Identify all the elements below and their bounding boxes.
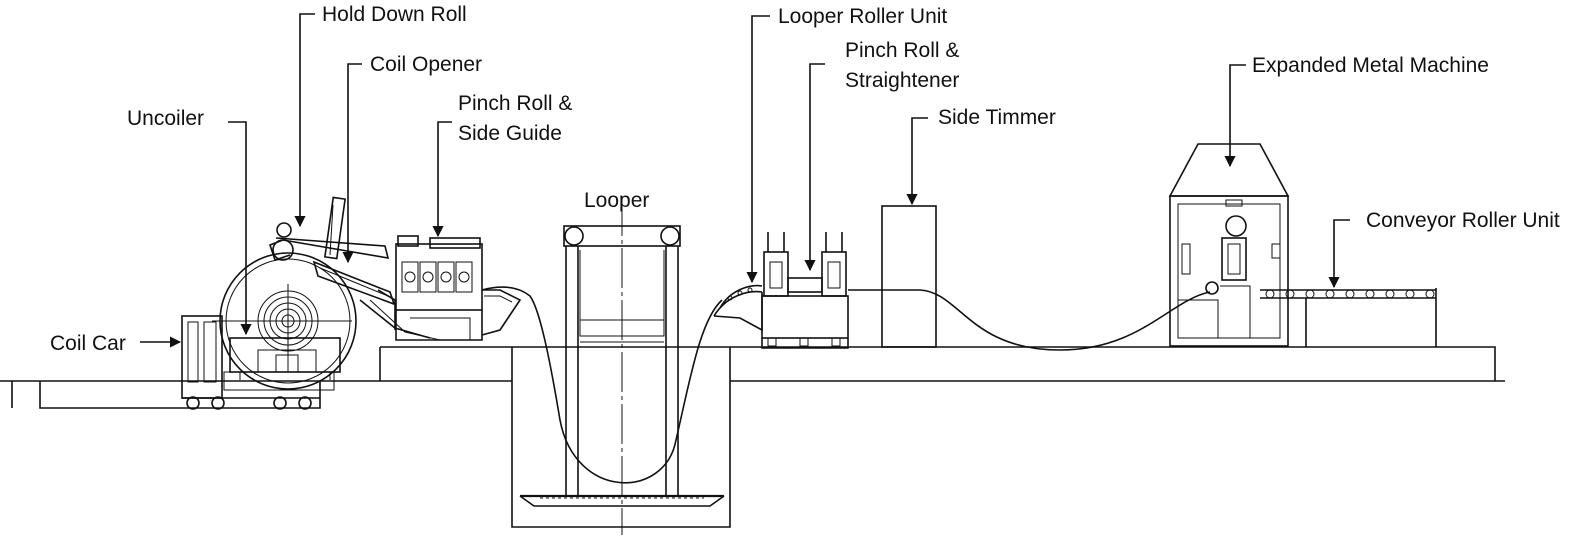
label-pinch-roll-side-guide-line2: Side Guide <box>458 122 562 145</box>
looper <box>519 225 725 507</box>
expanded-metal-machine <box>1168 143 1290 347</box>
looper-roller-unit <box>713 284 763 332</box>
looper-pit <box>511 196 731 535</box>
label-pinch-roll-straightener-line2: Straightener <box>845 69 959 92</box>
label-hold-down-roll: Hold Down Roll <box>322 3 467 26</box>
label-pinch-roll-straightener-line1: Pinch Roll & <box>845 39 959 62</box>
label-coil-car: Coil Car <box>50 332 126 355</box>
coil-opener-chute <box>312 260 441 341</box>
strip-path <box>481 286 1211 484</box>
label-expanded-metal-machine: Expanded Metal Machine <box>1252 54 1489 77</box>
pinch-roll-side-guide <box>395 235 522 341</box>
label-pinch-roll-side-guide-line1: Pinch Roll & <box>458 92 572 115</box>
side-trimmer <box>881 205 937 348</box>
conveyor-roller-unit <box>1260 288 1437 347</box>
label-side-timmer: Side Timmer <box>938 106 1056 129</box>
hold-down-roll-arm <box>268 196 390 262</box>
label-looper: Looper <box>584 189 649 212</box>
label-uncoiler: Uncoiler <box>127 107 204 130</box>
pinch-roll-straightener <box>761 232 849 349</box>
label-conveyor-roller-unit: Conveyor Roller Unit <box>1366 209 1560 232</box>
leader-lines <box>140 13 1350 348</box>
floor-foundation <box>0 346 1505 409</box>
label-coil-opener: Coil Opener <box>370 53 482 76</box>
label-looper-roller-unit: Looper Roller Unit <box>778 5 947 28</box>
